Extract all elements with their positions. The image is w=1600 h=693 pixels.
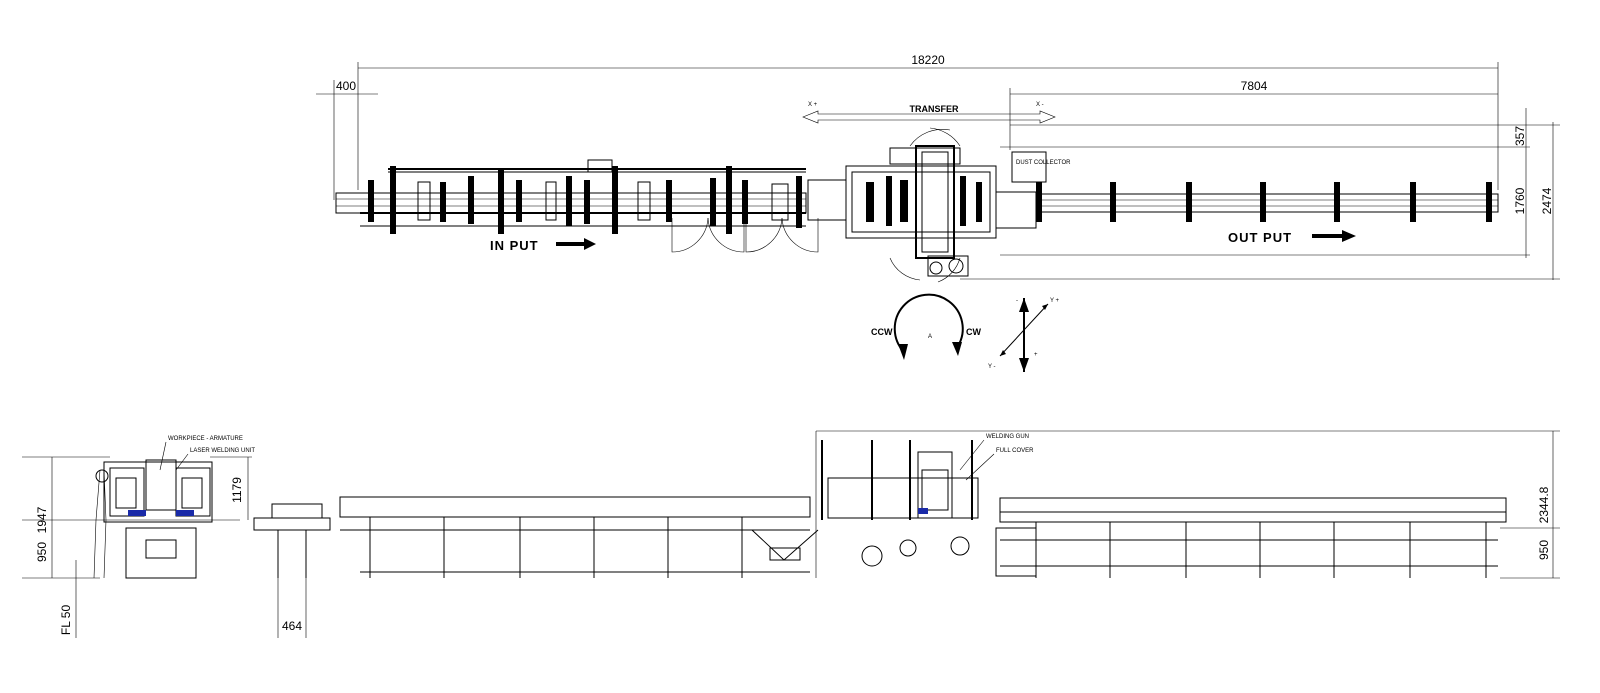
- laser-label: LASER WELDING UNIT: [190, 448, 255, 454]
- dust-collector-label: DUST COLLECTOR: [1016, 160, 1071, 166]
- x-plus-label: X +: [808, 102, 818, 108]
- dim-h3: 2474: [1540, 187, 1554, 214]
- front-elevation: WELDING GUN FULL COVER 2344.8 950: [339, 430, 1560, 579]
- transfer-station: [807, 127, 997, 283]
- side-view: 1947 950 FL 50 1179 WORKPIECE - ARMATURE…: [22, 436, 331, 638]
- dim-fl50: FL 50: [59, 605, 73, 636]
- x-minus-label: X -: [1036, 102, 1044, 108]
- y-minus-label: Y -: [988, 364, 996, 370]
- dim-2344: 2344.8: [1537, 486, 1551, 523]
- transfer-label: TRANSFER: [910, 104, 959, 114]
- input-legs: [369, 517, 743, 578]
- y-plus-label: Y +: [1050, 298, 1060, 304]
- dim-total: 18220: [911, 53, 945, 67]
- plan-view: 18220 400 7804 357 1760 2474 TRANSFER X …: [316, 53, 1560, 283]
- in-put-label: IN PUT: [490, 238, 539, 253]
- full-cover-label: FULL COVER: [996, 448, 1034, 454]
- input-rollers: [368, 159, 802, 234]
- dim-1947: 1947: [35, 506, 49, 533]
- dim-464: 464: [282, 619, 302, 633]
- dim-950-left: 950: [35, 542, 49, 562]
- out-put-label: OUT PUT: [1228, 230, 1292, 245]
- z-plus-label: +: [1034, 352, 1038, 358]
- rotation-legend: CCW CW A Y + Y - + -: [871, 293, 1060, 372]
- dim-h2: 1760: [1513, 187, 1527, 214]
- dim-950-right: 950: [1537, 540, 1551, 560]
- ccw-label: CCW: [871, 327, 893, 337]
- cw-label: CW: [966, 327, 981, 337]
- output-rollers: [1036, 182, 1492, 222]
- output-legs: [1035, 522, 1487, 578]
- dim-left: 400: [336, 79, 356, 93]
- dust-collector: [1011, 151, 1047, 183]
- workpiece-label: WORKPIECE - ARMATURE: [168, 436, 243, 442]
- dim-1179: 1179: [230, 477, 244, 503]
- dim-h1: 357: [1513, 126, 1527, 146]
- z-minus-label: -: [1016, 298, 1018, 304]
- welding-gun-label: WELDING GUN: [986, 434, 1029, 440]
- dim-right: 7804: [1241, 79, 1268, 93]
- rotation-a-label: A: [928, 334, 932, 340]
